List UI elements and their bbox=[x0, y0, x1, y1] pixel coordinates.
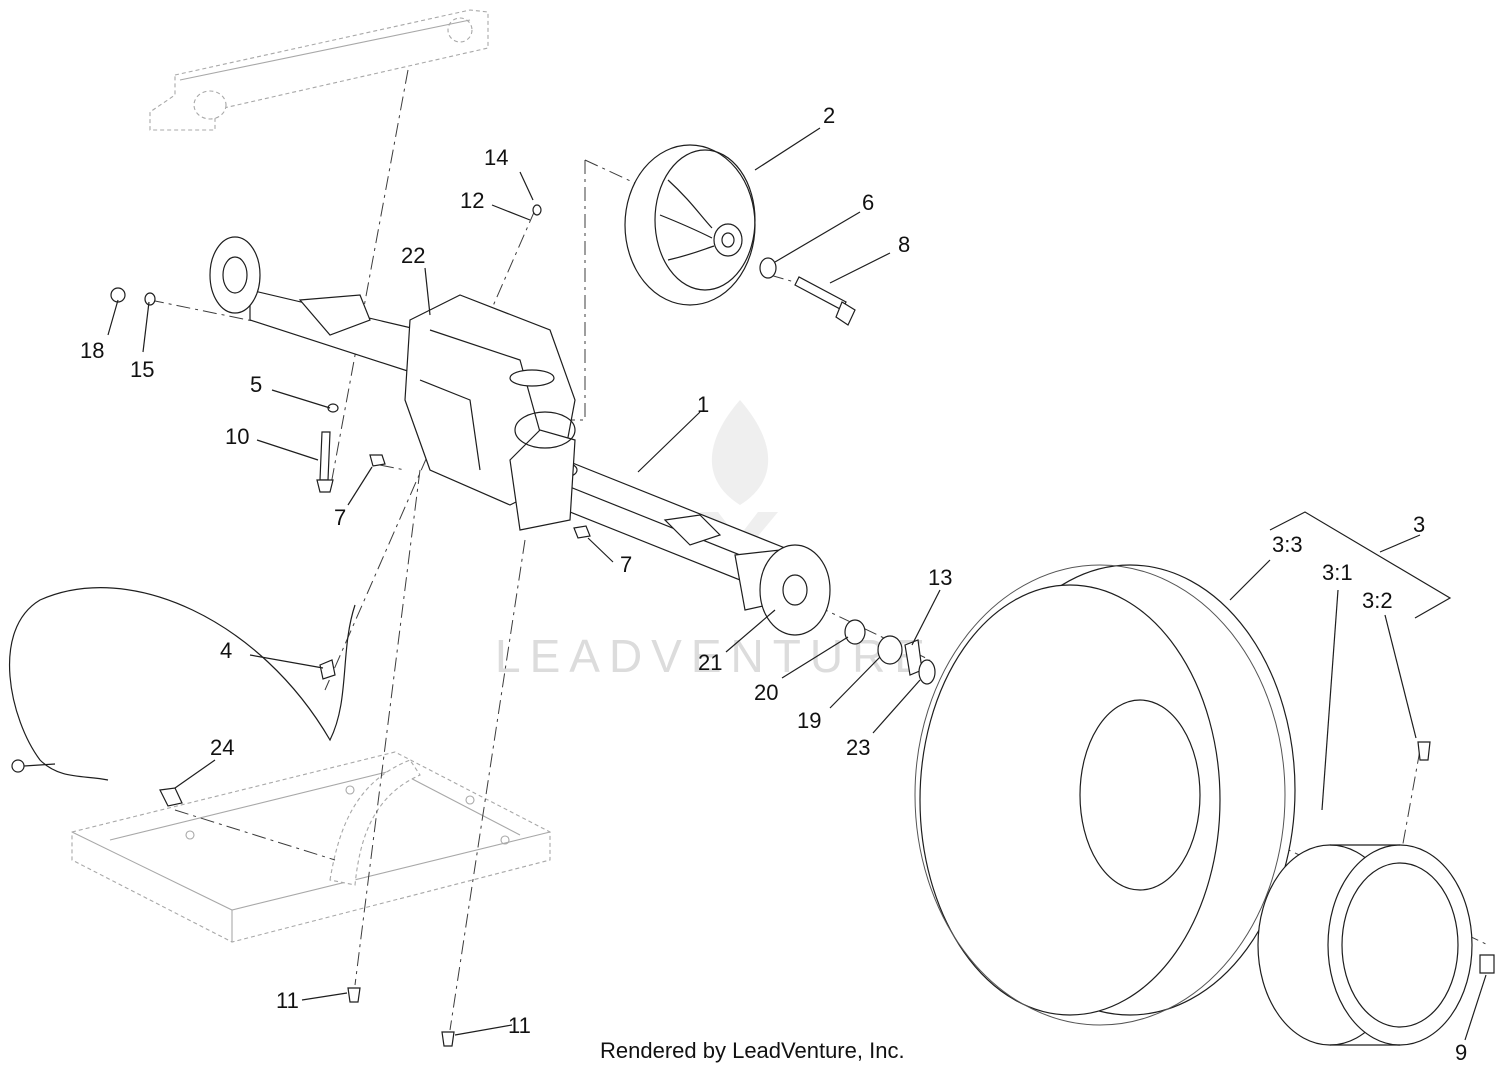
callout-7b: 7 bbox=[620, 552, 632, 577]
callout-13: 13 bbox=[928, 565, 952, 590]
callout-9: 9 bbox=[1455, 1040, 1467, 1065]
leader-lines bbox=[107, 127, 1487, 1041]
callout-4: 4 bbox=[220, 638, 232, 663]
wheel-assembly-bracket bbox=[1269, 511, 1452, 619]
washer-and-bolt bbox=[759, 257, 856, 326]
callout-11a: 11 bbox=[276, 988, 299, 1013]
callout-23: 23 bbox=[846, 735, 870, 760]
clutch-pulley bbox=[624, 144, 756, 306]
callout-5: 5 bbox=[250, 372, 262, 397]
callout-6: 6 bbox=[862, 190, 874, 215]
callout-3-1: 3:1 bbox=[1322, 560, 1353, 585]
sensor-cable bbox=[9, 587, 356, 781]
small-hardware bbox=[110, 204, 1495, 1047]
callout-21: 21 bbox=[698, 650, 722, 675]
tire bbox=[914, 564, 1296, 1026]
callout-3: 3 bbox=[1413, 512, 1425, 537]
callout-3-2: 3:2 bbox=[1362, 588, 1393, 613]
ghost-upper-arm bbox=[149, 9, 489, 131]
callout-2: 2 bbox=[823, 103, 835, 128]
callout-19: 19 bbox=[797, 708, 821, 733]
callout-3-3: 3:3 bbox=[1272, 532, 1303, 557]
callout-1: 1 bbox=[697, 392, 709, 417]
callout-18: 18 bbox=[80, 338, 104, 363]
callout-8: 8 bbox=[898, 232, 910, 257]
gear-housing bbox=[404, 294, 576, 531]
callout-11b: 11 bbox=[508, 1013, 531, 1038]
callout-20: 20 bbox=[754, 680, 778, 705]
callout-24: 24 bbox=[210, 735, 234, 760]
callout-7a: 7 bbox=[334, 505, 346, 530]
callout-10: 10 bbox=[225, 424, 249, 449]
render-credit: Rendered by LeadVenture, Inc. bbox=[600, 1038, 905, 1063]
wheel-rim bbox=[1257, 844, 1473, 1046]
callout-12: 12 bbox=[460, 188, 484, 213]
hub-flange bbox=[734, 544, 831, 636]
callout-labels: 1 2 3 3:1 3:2 3:3 4 5 6 7 7 8 9 10 11 11… bbox=[80, 103, 1467, 1065]
callout-15: 15 bbox=[130, 357, 154, 382]
callout-22: 22 bbox=[401, 243, 425, 268]
callout-14: 14 bbox=[484, 145, 508, 170]
ghost-lower-frame bbox=[71, 751, 551, 943]
